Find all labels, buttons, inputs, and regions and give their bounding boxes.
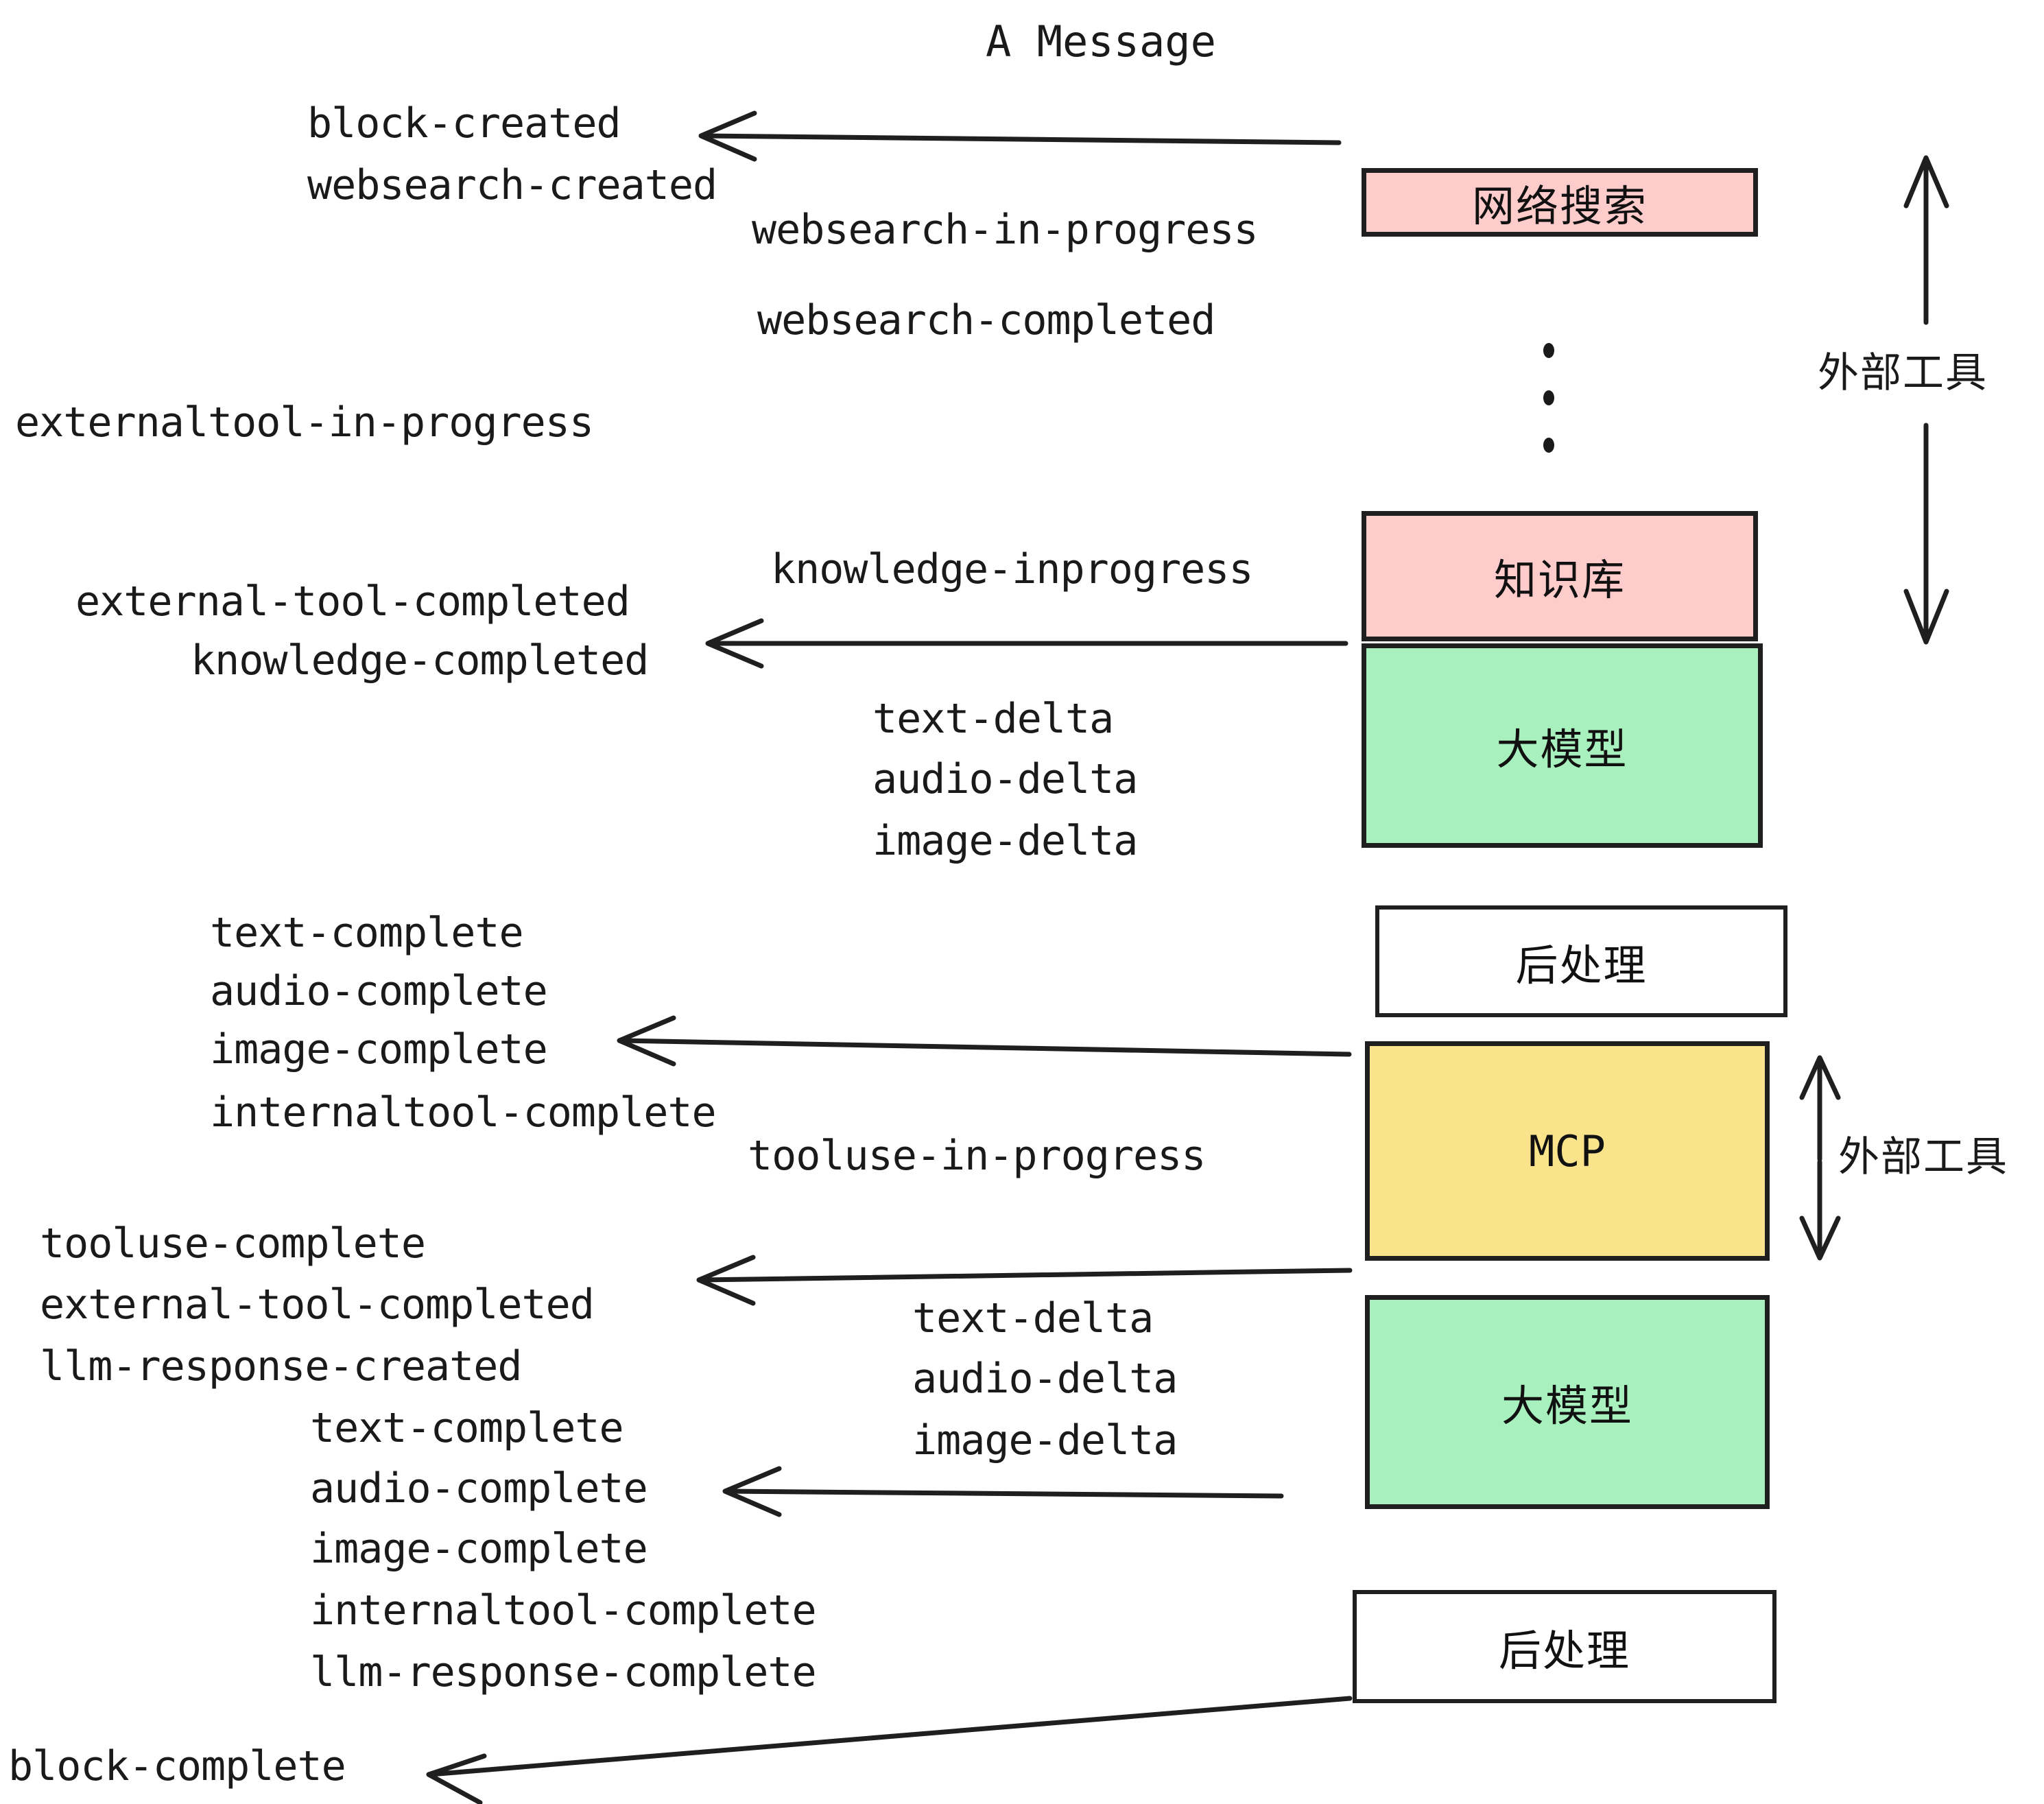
event-externaltool-in-progress: externaltool-in-progress bbox=[15, 399, 594, 447]
arrowhead-external-tools-down-bottom bbox=[1799, 1215, 1841, 1261]
page-title: A Message bbox=[986, 16, 1216, 67]
external-tools-bottom-text: 外部工具 bbox=[1838, 1133, 2008, 1181]
box-mcp[interactable]: MCP bbox=[1365, 1041, 1770, 1261]
event-websearch-created: websearch-created bbox=[307, 161, 717, 209]
group-label-external-tools-bottom: 外部工具 bbox=[1838, 1124, 2008, 1183]
box-knowledge-label: 知识库 bbox=[1493, 555, 1626, 605]
event-audio-complete-1: audio-complete bbox=[210, 967, 548, 1015]
event-external-tool-completed-2: external-tool-completed bbox=[40, 1281, 595, 1329]
event-block-created: block-created bbox=[307, 99, 621, 147]
box-llm-1-label: 大模型 bbox=[1496, 724, 1628, 774]
box-mcp-label: MCP bbox=[1529, 1126, 1606, 1176]
box-websearch-label: 网络搜索 bbox=[1471, 181, 1648, 231]
ellipsis-vertical bbox=[1542, 343, 1556, 453]
event-llm-response-created: llm-response-created bbox=[40, 1342, 522, 1390]
arrow-image-complete bbox=[619, 1038, 1352, 1057]
event-text-complete-1: text-complete bbox=[210, 909, 524, 957]
event-llm-response-complete: llm-response-complete bbox=[310, 1648, 817, 1696]
event-external-tool-completed-1: external-tool-completed bbox=[75, 578, 630, 626]
box-websearch[interactable]: 网络搜索 bbox=[1362, 168, 1758, 237]
arrowhead-external-tools-up-top bbox=[1903, 155, 1949, 209]
event-internaltool-complete-1: internaltool-complete bbox=[210, 1089, 717, 1137]
arrowhead-tooluse-complete bbox=[696, 1255, 756, 1306]
event-tooluse-complete: tooluse-complete bbox=[40, 1220, 426, 1268]
event-websearch-in-progress: websearch-in-progress bbox=[752, 206, 1259, 254]
group-label-external-tools-top: 外部工具 bbox=[1818, 340, 1988, 399]
event-knowledge-completed: knowledge-completed bbox=[191, 637, 649, 685]
arrow-websearch-created bbox=[700, 133, 1342, 145]
box-postprocess-1-label: 后处理 bbox=[1515, 940, 1648, 990]
box-llm-1[interactable]: 大模型 bbox=[1362, 643, 1763, 848]
event-audio-complete-2: audio-complete bbox=[310, 1464, 648, 1512]
arrow-block-complete bbox=[428, 1696, 1353, 1777]
event-tooluse-in-progress: tooluse-in-progress bbox=[748, 1132, 1206, 1180]
arrow-tooluse-complete bbox=[698, 1268, 1353, 1283]
box-postprocess-2[interactable]: 后处理 bbox=[1353, 1590, 1776, 1703]
box-llm-2[interactable]: 大模型 bbox=[1365, 1295, 1770, 1509]
arrowhead-image-complete bbox=[617, 1015, 676, 1067]
arrowhead-websearch-created bbox=[698, 110, 757, 162]
box-postprocess-2-label: 后处理 bbox=[1498, 1625, 1630, 1676]
arrowhead-knowledge-completed bbox=[705, 618, 764, 669]
event-text-complete-2: text-complete bbox=[310, 1404, 624, 1452]
event-image-delta-2: image-delta bbox=[912, 1416, 1178, 1464]
event-image-complete-2: image-complete bbox=[310, 1525, 648, 1573]
arrowhead-external-tools-down-top bbox=[1903, 589, 1949, 645]
event-audio-delta-1: audio-delta bbox=[872, 755, 1138, 803]
event-text-delta-1: text-delta bbox=[872, 695, 1114, 743]
event-image-delta-1: image-delta bbox=[872, 817, 1138, 865]
event-image-complete-1: image-complete bbox=[210, 1025, 548, 1073]
box-postprocess-1[interactable]: 后处理 bbox=[1375, 905, 1787, 1017]
box-knowledge[interactable]: 知识库 bbox=[1362, 511, 1758, 641]
ellipsis-dot bbox=[1543, 343, 1554, 358]
box-llm-2-label: 大模型 bbox=[1501, 1381, 1633, 1431]
external-tools-top-text: 外部工具 bbox=[1818, 349, 1988, 397]
event-internaltool-complete-2: internaltool-complete bbox=[310, 1587, 817, 1635]
arrowhead-audio-complete bbox=[722, 1466, 782, 1517]
event-block-complete: block-complete bbox=[8, 1742, 346, 1790]
arrowhead-external-tools-up-bottom bbox=[1799, 1055, 1841, 1100]
arrow-audio-complete bbox=[724, 1488, 1284, 1499]
event-text-delta-2: text-delta bbox=[912, 1294, 1154, 1342]
event-knowledge-inprogress: knowledge-inprogress bbox=[771, 545, 1253, 593]
event-websearch-completed: websearch-completed bbox=[757, 296, 1215, 344]
ellipsis-dot bbox=[1543, 390, 1554, 405]
arrowhead-block-complete bbox=[426, 1753, 487, 1804]
event-audio-delta-2: audio-delta bbox=[912, 1355, 1178, 1403]
ellipsis-dot bbox=[1543, 438, 1554, 453]
